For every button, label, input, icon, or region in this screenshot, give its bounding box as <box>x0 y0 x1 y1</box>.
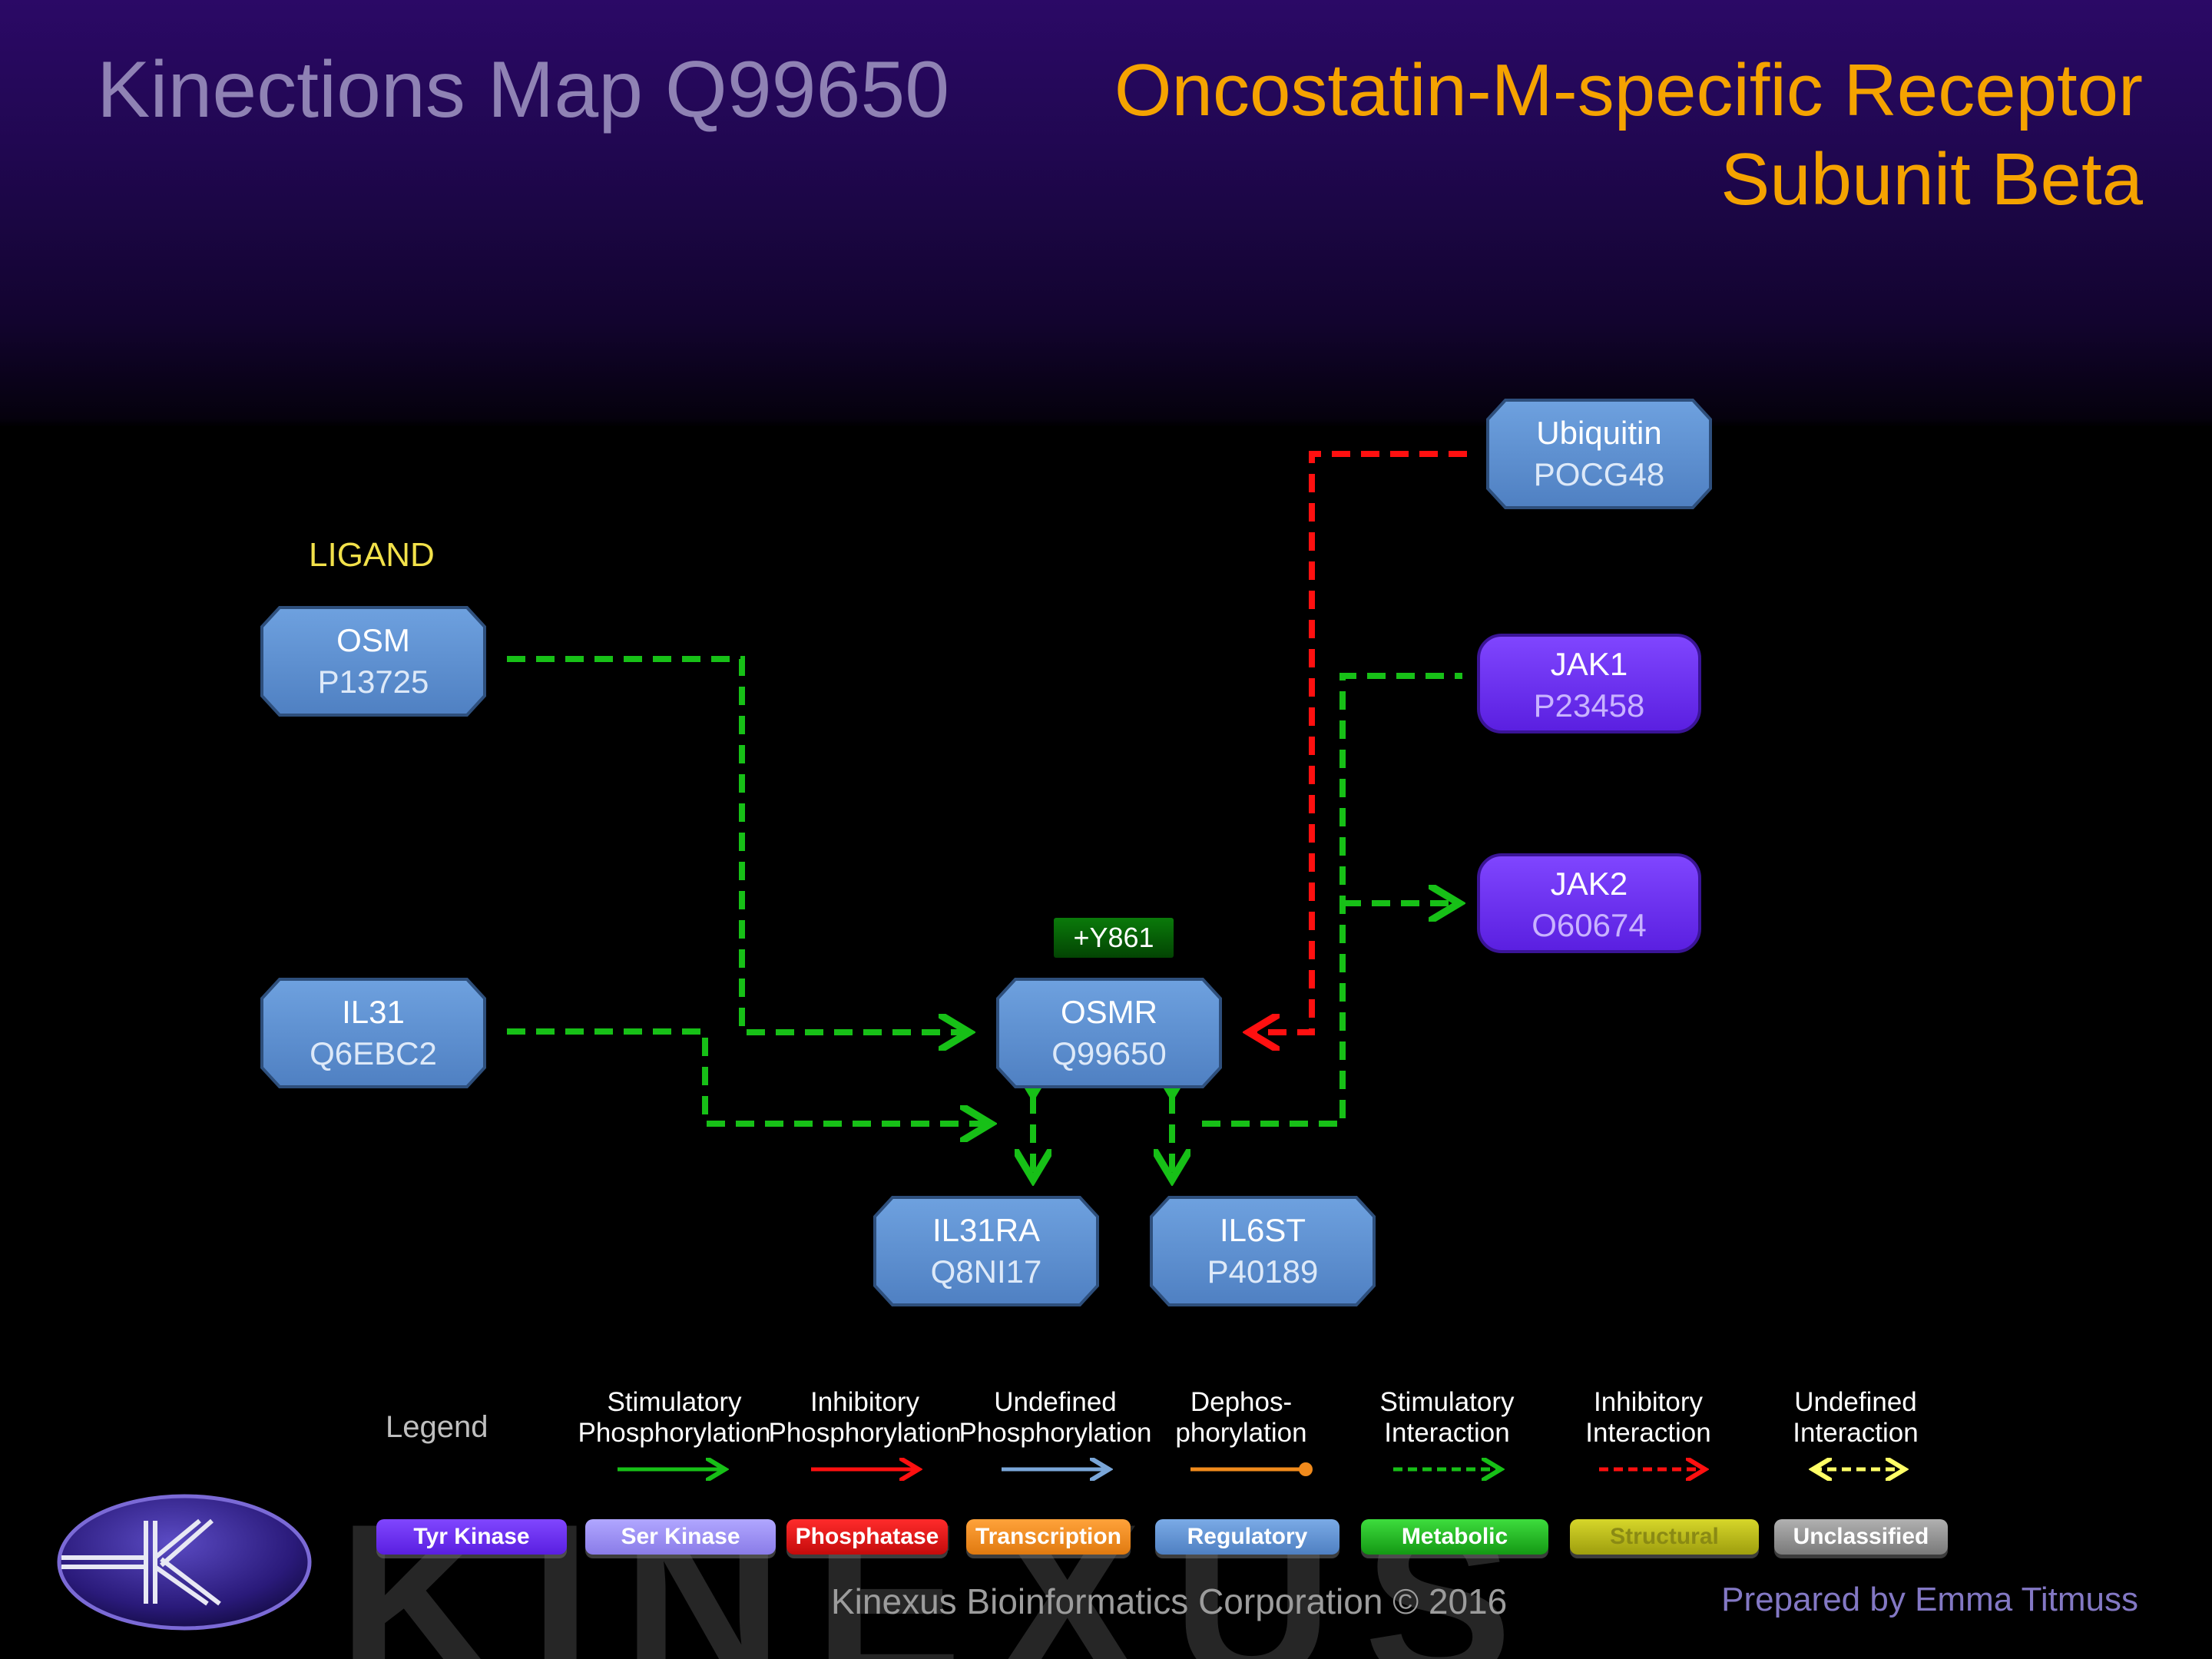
legend-stimulatory-phosphorylation: Stimulatory Phosphorylation <box>578 1387 771 1449</box>
legend-label-line-2: Phosphorylation <box>959 1418 1152 1448</box>
node-shape <box>1486 399 1712 509</box>
legend-stimulatory-interaction: Stimulatory Interaction <box>1379 1387 1514 1449</box>
node-il31ra[interactable]: IL31RA Q8NI17 <box>873 1195 1100 1307</box>
legend-label-line-1: Dephos- <box>1190 1387 1293 1417</box>
legend-label-line-2: phorylation <box>1175 1418 1307 1448</box>
legend-label-line-2: Phosphorylation <box>768 1418 962 1448</box>
legend-label-line-2: Interaction <box>1585 1418 1711 1448</box>
node-name: OSM <box>336 622 410 658</box>
legend-label-line-1: Stimulatory <box>1379 1387 1515 1417</box>
node-name: Ubiquitin <box>1536 415 1662 451</box>
legend-inhibitory-phosphorylation: Inhibitory Phosphorylation <box>769 1387 962 1449</box>
edge-ubiquitin-osmr <box>1249 451 1467 1032</box>
node-name: JAK1 <box>1550 646 1628 682</box>
protein-full-name: Oncostatin-M-specific Receptor Subunit B… <box>1114 46 2143 224</box>
legend-category-phosphatase: Phosphatase <box>786 1519 948 1555</box>
node-il31[interactable]: IL31 Q6EBC2 <box>260 977 487 1089</box>
node-il6st[interactable]: IL6ST P40189 <box>1149 1195 1376 1307</box>
node-name: IL31 <box>342 994 405 1030</box>
legend-category-transcription: Transcription <box>966 1519 1131 1555</box>
node-accession: POCG48 <box>1533 456 1665 492</box>
node-accession: Q8NI17 <box>930 1253 1042 1290</box>
node-accession: P23458 <box>1533 687 1645 724</box>
legend-label-line-2: Interaction <box>1793 1418 1919 1448</box>
node-osmr[interactable]: OSMR Q99650 <box>995 977 1223 1089</box>
legend-label-line-1: Undefined <box>994 1387 1117 1417</box>
legend-label-line-2: Interaction <box>1384 1418 1510 1448</box>
map-title: Kinections Map Q99650 <box>97 45 950 134</box>
ligand-label: LIGAND <box>309 536 435 574</box>
protein-name-line-2: Subunit Beta <box>1720 138 2143 220</box>
node-shape <box>873 1196 1099 1306</box>
legend-category-tyr-kinase: Tyr Kinase <box>376 1519 567 1555</box>
legend-category-metabolic: Metabolic <box>1361 1519 1548 1555</box>
node-name: OSMR <box>1061 994 1157 1030</box>
node-name: JAK2 <box>1550 866 1628 902</box>
legend-category-unclassified: Unclassified <box>1774 1519 1948 1555</box>
legend-category-ser-kinase: Ser Kinase <box>585 1519 776 1555</box>
node-jak1[interactable]: JAK1 P23458 <box>1476 633 1702 737</box>
protein-name-line-1: Oncostatin-M-specific Receptor <box>1114 49 2143 131</box>
legend-label-line-1: Inhibitory <box>810 1387 920 1417</box>
node-shape <box>1477 853 1701 953</box>
node-accession: P40189 <box>1207 1253 1319 1290</box>
legend-dephosphorylation-dot <box>1299 1462 1313 1476</box>
legend-inhibitory-interaction: Inhibitory Interaction <box>1585 1387 1710 1449</box>
footer-company: Kinexus Bioinformatics Corporation © 201… <box>831 1581 1508 1621</box>
node-accession: P13725 <box>317 664 429 700</box>
node-jak2[interactable]: JAK2 O60674 <box>1476 853 1702 957</box>
legend-undefined-interaction: Undefined Interaction <box>1793 1387 1918 1449</box>
legend-label-line-2: Phosphorylation <box>578 1418 771 1448</box>
kinexus-watermark: KINEXUS <box>338 1478 1544 1659</box>
phosphosite-badge[interactable]: +Y861 <box>1054 918 1174 958</box>
node-accession: Q6EBC2 <box>310 1035 437 1071</box>
node-accession: Q99650 <box>1051 1035 1167 1071</box>
footer-prepared-by: Prepared by Emma Titmuss <box>1721 1581 2138 1618</box>
edge-osm-osmr <box>507 656 969 1032</box>
legend-title: Legend <box>386 1410 488 1444</box>
edge-osmr-jak1-jak2 <box>1202 673 1462 1127</box>
legend-category-regulatory: Regulatory <box>1155 1519 1339 1555</box>
node-shape <box>996 978 1222 1088</box>
legend-dephosphorylation: Dephos- phorylation <box>1175 1387 1306 1449</box>
node-name: IL31RA <box>932 1212 1041 1248</box>
node-shape <box>260 606 486 717</box>
kinexus-logo-icon <box>57 1494 312 1631</box>
node-shape <box>260 978 486 1088</box>
legend-label-line-1: Undefined <box>1794 1387 1917 1417</box>
node-ubiquitin[interactable]: Ubiquitin POCG48 <box>1485 398 1713 510</box>
legend-undefined-phosphorylation: Undefined Phosphorylation <box>959 1387 1152 1449</box>
node-shape <box>1477 634 1701 733</box>
node-accession: O60674 <box>1532 907 1647 943</box>
node-shape <box>1150 1196 1376 1306</box>
legend-category-structural: Structural <box>1570 1519 1759 1555</box>
node-name: IL6ST <box>1219 1212 1306 1248</box>
legend-label-line-1: Stimulatory <box>607 1387 742 1417</box>
legend-label-line-1: Inhibitory <box>1593 1387 1704 1417</box>
edge-il31-osmr <box>507 1028 991 1124</box>
node-osm[interactable]: OSM P13725 <box>260 605 487 717</box>
